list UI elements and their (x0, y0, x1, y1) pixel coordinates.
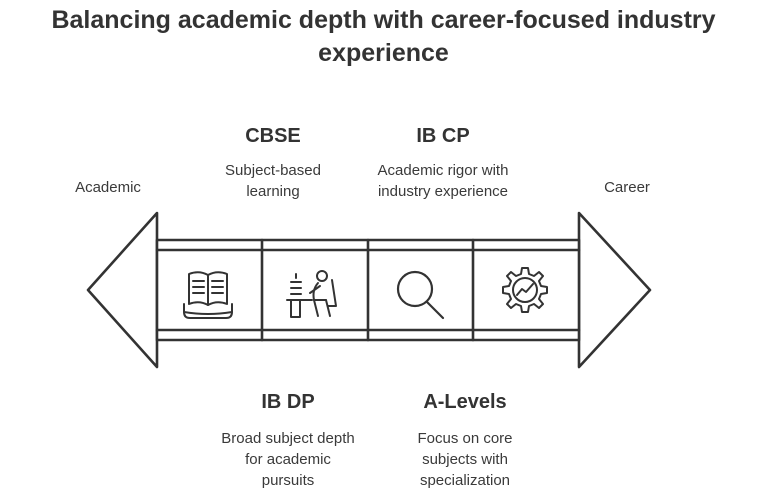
title-line-1: Balancing academic depth with career-foc… (51, 6, 716, 34)
title-line-2: experience (318, 39, 449, 67)
stage-alevels-description: Focus on core subjects with specializati… (417, 430, 513, 489)
right-arrow-head (577, 211, 652, 369)
left-arrow-head (86, 211, 159, 369)
stage-ibcp: IB CP Academic rigor with industry exper… (353, 124, 533, 202)
magnifying-glass-icon (396, 270, 445, 320)
stage-ibcp-title: IB CP (416, 125, 470, 147)
diagram-title: Balancing academic depth with career-foc… (0, 4, 767, 70)
gear-chart-icon (502, 267, 548, 313)
stage-ibcp-description: Academic rigor with industry experience (377, 162, 509, 200)
open-book-icon (183, 271, 233, 319)
stage-ibdp-title: IB DP (261, 391, 315, 413)
stage-cbse: CBSE Subject-based learning (188, 124, 358, 202)
stage-ibdp-description: Broad subject depth for academic pursuit… (221, 430, 355, 489)
student-desk-icon (286, 270, 337, 318)
stage-alevels: A-Levels Focus on core subjects with spe… (385, 390, 545, 491)
left-end-label: Academic (75, 179, 141, 196)
stage-ibdp: IB DP Broad subject depth for academic p… (198, 390, 378, 491)
stage-alevels-title: A-Levels (423, 391, 507, 413)
stage-cbse-description: Subject-based learning (225, 162, 321, 200)
right-end-label: Career (604, 179, 650, 196)
stage-cbse-title: CBSE (245, 125, 301, 147)
